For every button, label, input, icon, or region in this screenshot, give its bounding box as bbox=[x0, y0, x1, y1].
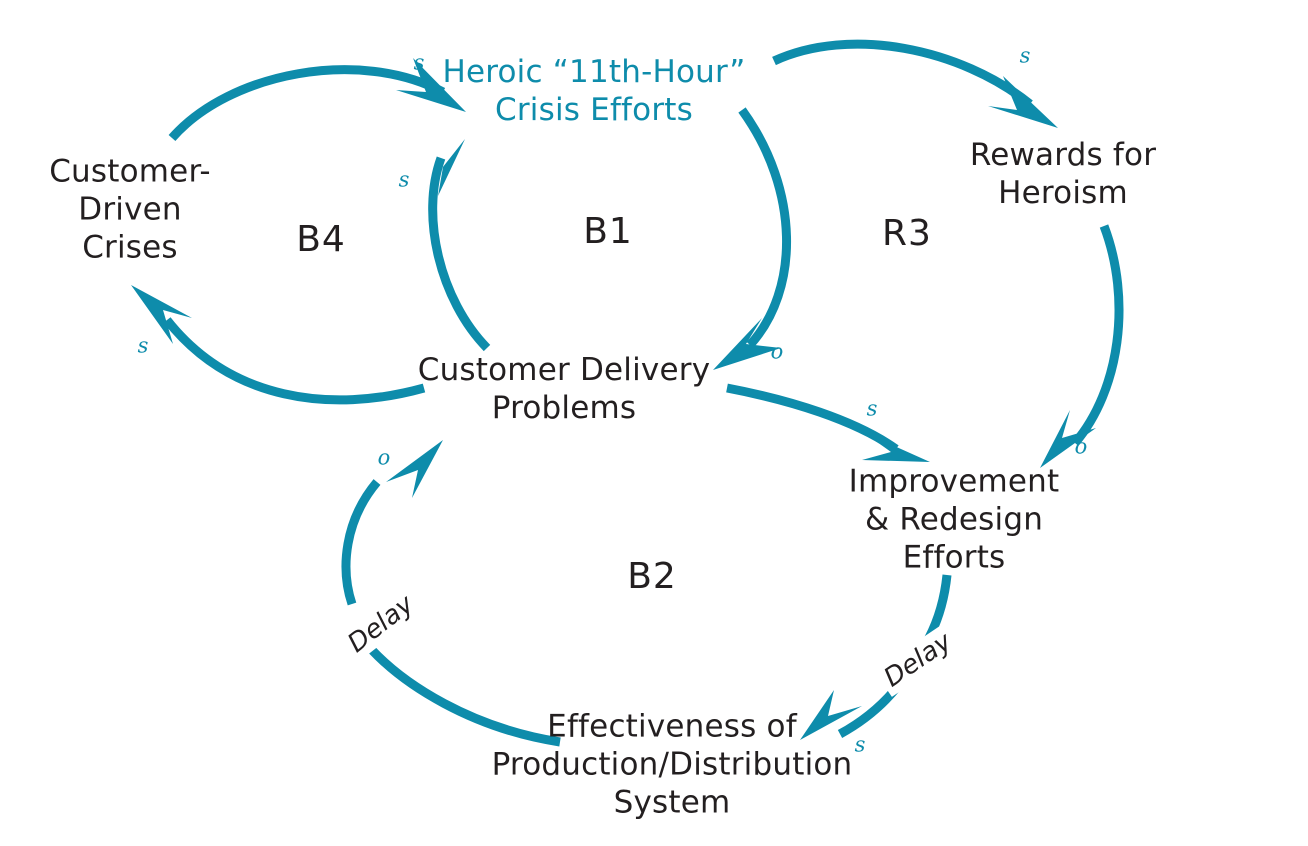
loop-label-b2: B2 bbox=[627, 556, 677, 597]
arrowhead-rewards-to-improvement bbox=[1040, 410, 1096, 468]
node-rewards-for-heroism: Rewards for Heroism bbox=[969, 137, 1157, 211]
polarity-problems-to-heroic: s bbox=[398, 167, 410, 192]
link-crises-to-heroic bbox=[168, 65, 446, 141]
node-improvement-redesign-efforts: Improvement & Redesign Efforts bbox=[848, 463, 1060, 575]
arrowhead-problems-to-improvement bbox=[862, 432, 930, 462]
link-problems-to-improvement bbox=[726, 383, 899, 453]
arrowhead-crises-to-heroic bbox=[396, 58, 466, 112]
arrowhead-problems-to-heroic bbox=[424, 139, 465, 196]
node-customer-driven-crises: Customer- Driven Crises bbox=[49, 153, 211, 265]
polarity-effectiveness-to-problems: o bbox=[377, 445, 391, 470]
link-effectiveness-to-problems-seg2 bbox=[341, 479, 381, 606]
polarity-heroic-to-problems: o bbox=[770, 339, 784, 364]
arrowhead-problems-to-crises bbox=[131, 285, 192, 344]
arrowhead-effectiveness-to-problems bbox=[386, 440, 443, 498]
polarity-rewards-to-improvement: o bbox=[1074, 434, 1088, 459]
polarity-crises-to-heroic: s bbox=[413, 50, 425, 75]
polarity-problems-to-improvement: s bbox=[866, 396, 878, 421]
node-customer-delivery-problems: Customer Delivery Problems bbox=[417, 352, 711, 426]
arrowhead-heroic-to-problems bbox=[713, 318, 781, 370]
link-heroic-to-problems bbox=[738, 107, 792, 349]
loop-label-r3: R3 bbox=[882, 213, 932, 254]
polarity-problems-to-crises: s bbox=[137, 333, 149, 358]
arrowhead-heroic-to-rewards bbox=[988, 76, 1058, 128]
link-problems-to-crises bbox=[163, 317, 426, 405]
loop-label-b1: B1 bbox=[583, 211, 633, 252]
link-effectiveness-to-problems-seg1 bbox=[368, 646, 561, 747]
link-heroic-to-rewards bbox=[772, 39, 1033, 108]
link-problems-to-heroic bbox=[428, 156, 491, 352]
loop-label-b4: B4 bbox=[296, 219, 346, 260]
polarity-improvement-to-effectiveness: s bbox=[854, 732, 866, 757]
polarity-heroic-to-rewards: s bbox=[1019, 43, 1031, 68]
arrowhead-improvement-to-effectiveness bbox=[800, 690, 862, 740]
node-effectiveness-production-distribution: Effectiveness of Production/Distribution… bbox=[491, 708, 853, 820]
link-rewards-to-improvement bbox=[1071, 224, 1124, 446]
node-heroic-crisis-efforts: Heroic “11th-Hour” Crisis Efforts bbox=[442, 54, 746, 128]
